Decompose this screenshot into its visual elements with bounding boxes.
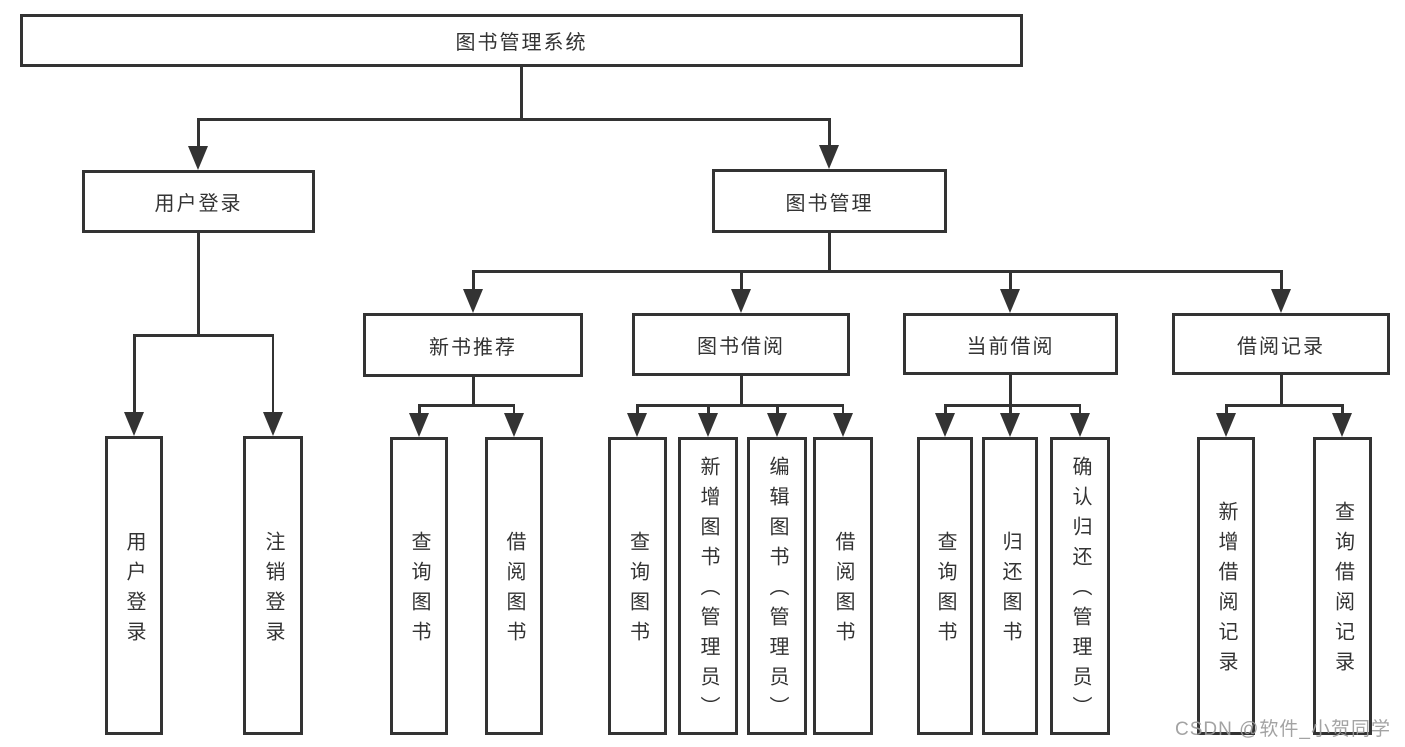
edge-stem [636,404,639,418]
edge-stem [271,334,274,416]
node-root-label: 图书管理系统 [455,32,588,54]
edge-stem [133,334,136,416]
arrow-down-icon [935,413,955,437]
edge-split [944,404,1081,407]
node-root: 图书管理系统 [20,14,1023,67]
node-book-management-label: 图书管理 [785,192,874,215]
arrow-down-icon [819,145,839,169]
edge-book-management-trunk [828,233,831,272]
arrow-down-icon [188,146,208,170]
arrow-down-icon [463,289,483,313]
arrow-down-icon [698,413,718,437]
edge-trunk [472,377,475,406]
edge-stem [418,404,421,418]
edge-user-login-trunk [197,233,200,336]
edge-trunk [740,376,743,406]
node-current-borrowing-label: 当前借阅 [966,335,1055,358]
node-book-management: 图书管理 [712,169,947,233]
arrow-down-icon [833,413,853,437]
edge-stem [1078,404,1081,418]
leaf-recommend-query-books: 查询图书 [390,437,448,735]
edge-stem [1341,404,1344,418]
edge-root-trunk [520,67,523,119]
arrow-down-icon [263,412,283,436]
node-borrowing-records: 借阅记录 [1172,313,1390,375]
arrow-down-icon [504,413,524,437]
csdn-watermark: CSDN @软件_小贺同学 [1175,719,1391,740]
edge-user-login-split [133,334,274,337]
node-new-book-recommend-label: 新书推荐 [429,336,517,359]
arrow-down-icon [1332,413,1352,437]
leaf-logout-action: 注销登录 [243,436,303,735]
edge-trunk [1009,375,1012,406]
edge-stem [707,404,710,418]
arrow-down-icon [1000,289,1020,313]
edge-stem [472,270,475,292]
edge-stem [512,404,515,418]
node-current-borrowing: 当前借阅 [903,313,1118,375]
edge-stem [1009,404,1012,418]
arrow-down-icon [627,413,647,437]
node-user-login-label: 用户登录 [154,193,243,215]
edge-stem-book-management [828,118,831,152]
arrow-down-icon [409,413,429,437]
arrow-down-icon [731,289,751,313]
leaf-recommend-borrow-books: 借阅图书 [485,437,543,735]
arrow-down-icon [1216,413,1236,437]
edge-split [418,404,515,407]
edge-stem [776,404,779,418]
edge-trunk [1280,375,1283,406]
leaf-user-login-action: 用户登录 [105,436,163,735]
edge-stem [1280,270,1283,292]
edge-split [636,404,843,407]
edge-root-split [197,118,831,121]
edge-stem [944,404,947,418]
arrow-down-icon [1070,413,1090,437]
node-book-borrowing-label: 图书借阅 [697,336,785,358]
leaf-current-confirm-return-admin: 确认归还（管理员） [1050,437,1110,735]
arrow-down-icon [1000,413,1020,437]
arrow-down-icon [1271,289,1291,313]
leaf-borrowing-add-books-admin: 新增图书（管理员） [678,437,738,735]
leaf-records-add-record: 新增借阅记录 [1197,437,1255,735]
node-book-borrowing: 图书借阅 [632,313,850,376]
leaf-borrowing-query-books: 查询图书 [608,437,667,735]
arrow-down-icon [767,413,787,437]
edge-stem [841,404,844,418]
leaf-current-return-books: 归还图书 [982,437,1038,735]
node-new-book-recommend: 新书推荐 [363,313,583,377]
edge-stem [740,270,743,292]
leaf-borrowing-edit-books-admin: 编辑图书（管理员） [747,437,807,735]
arrow-down-icon [124,412,144,436]
leaf-records-query-record: 查询借阅记录 [1313,437,1372,735]
leaf-borrowing-borrow-books: 借阅图书 [813,437,873,735]
node-user-login: 用户登录 [82,170,315,233]
edge-stem-user-login [197,118,200,152]
edge-level3-split [472,270,1282,273]
leaf-current-query-books: 查询图书 [917,437,973,735]
edge-stem [1009,270,1012,292]
edge-stem [1225,404,1228,418]
node-borrowing-records-label: 借阅记录 [1237,335,1325,358]
edge-split [1225,404,1342,407]
